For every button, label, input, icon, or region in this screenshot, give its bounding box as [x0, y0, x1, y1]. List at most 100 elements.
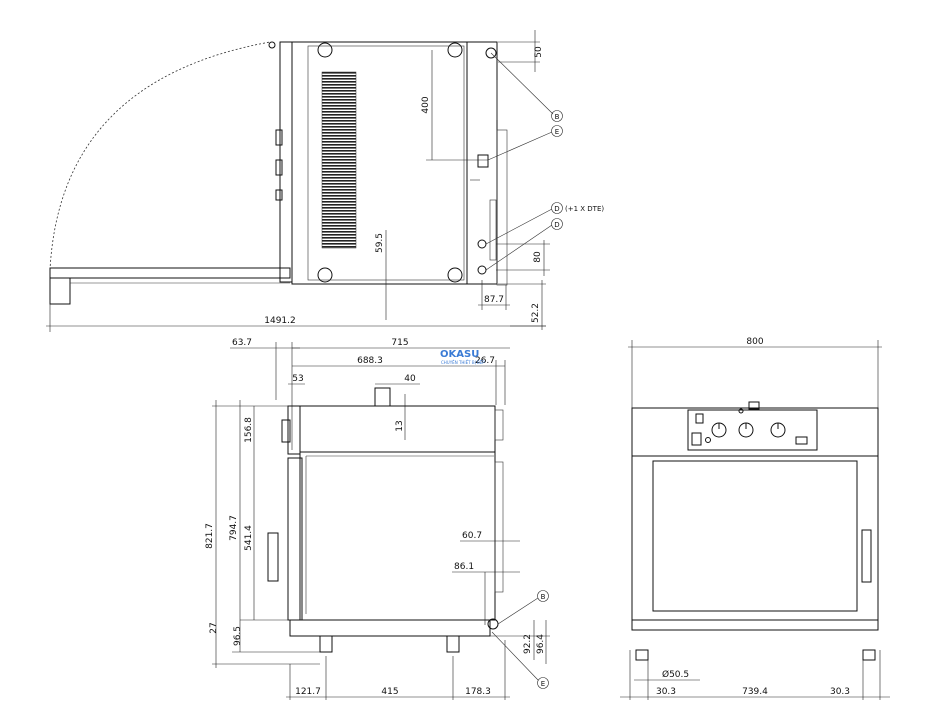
dim-40: 40 — [404, 374, 416, 384]
base-front — [631, 619, 879, 631]
foot-br — [447, 267, 463, 283]
connector-e-top — [477, 154, 489, 168]
callout-b-top: B — [555, 113, 560, 121]
door-swing-arc — [49, 41, 271, 271]
dim-left-front: 30.3 — [656, 687, 676, 697]
control-panel-side — [287, 405, 301, 455]
callout-e-top: E — [555, 128, 559, 136]
foot-left — [319, 635, 333, 653]
right-rail — [494, 409, 504, 441]
watermark-tagline: CHUYÊN THIẾT BỊ BẾP — [441, 359, 485, 365]
dim-415: 415 — [381, 687, 398, 697]
foot-tl — [317, 42, 333, 58]
door-hinge-3 — [275, 189, 283, 201]
dim-overall-depth: 1491.2 — [264, 316, 296, 326]
control-knob-side — [281, 419, 291, 443]
connector-d2 — [477, 265, 487, 275]
door-handle-front — [861, 529, 872, 583]
dim-637: 63.7 — [232, 338, 252, 348]
oven-body-side — [299, 405, 496, 621]
foot-right — [446, 635, 460, 653]
foot-front-right — [862, 649, 876, 661]
dim-6883: 688.3 — [357, 356, 383, 366]
dim-bottom-522: 52.2 — [531, 303, 541, 323]
callout-e-side: E — [541, 680, 545, 688]
door-hinge-2 — [275, 159, 283, 176]
dim-5414: 541.4 — [244, 525, 254, 551]
dim-foot: Ø50.5 — [662, 669, 689, 680]
foot-bl — [317, 267, 333, 283]
side-slot — [489, 199, 497, 261]
side-rail — [496, 129, 508, 286]
door-front — [631, 455, 879, 621]
display-icon — [795, 436, 808, 445]
dim-width: 800 — [746, 337, 763, 347]
callout-circle-e-side — [537, 677, 549, 689]
dim-side-80: 80 — [533, 251, 543, 263]
door-handle-side — [267, 532, 279, 582]
indicator-light-icon — [738, 408, 744, 414]
dim-922: 92.2 — [523, 634, 533, 654]
dim-mid-front: 739.4 — [742, 687, 768, 697]
leader-b-side — [497, 597, 539, 625]
callout-d2: D — [554, 221, 559, 229]
watermark-logo-text: OKASU — [440, 349, 479, 360]
foot-tr — [447, 42, 463, 58]
open-door — [49, 267, 291, 279]
dim-1783: 178.3 — [465, 687, 491, 697]
watermark-logo: OKASU CHUYÊN THIẾT BỊ BẾP — [440, 349, 485, 365]
door-glass — [652, 460, 858, 612]
power-switch-icon — [691, 432, 702, 446]
base — [289, 619, 491, 637]
right-rail-2 — [494, 461, 504, 593]
top-vent-front — [748, 401, 760, 410]
dim-607: 60.7 — [462, 531, 482, 541]
dim-964: 96.4 — [536, 634, 546, 654]
top-view: 50 400 59.5 80 87.7 52.2 1491.2 B E — [46, 30, 604, 332]
indicator-icon — [705, 437, 711, 443]
side-view: 63.7 715 688.3 26.7 53 40 13 — [205, 338, 550, 700]
door-handle-block — [49, 277, 71, 305]
dim-27: 27 — [209, 622, 219, 633]
dim-inner: 59.5 — [375, 233, 385, 253]
dim-right-front: 30.3 — [830, 687, 850, 697]
dim-53: 53 — [292, 374, 303, 384]
dim-715: 715 — [391, 338, 408, 348]
hinge-point — [268, 41, 276, 49]
dim-8217: 821.7 — [205, 523, 215, 549]
leader-b — [490, 52, 554, 115]
foot-front-left — [635, 649, 649, 661]
leader-d1 — [485, 208, 553, 245]
leader-e-side — [491, 631, 539, 681]
connector-d1 — [477, 239, 487, 249]
callout-circle-b — [551, 110, 563, 122]
vent-grille — [321, 71, 357, 249]
callout-d1-note: (+1 X DTE) — [565, 205, 604, 213]
dim-side-877: 87.7 — [484, 295, 504, 305]
dim-267: 26.7 — [475, 356, 495, 366]
front-view: 800 Ø50.5 30.3 739.4 30.3 — [620, 337, 890, 700]
switch-icon — [695, 413, 704, 424]
control-panel-front — [687, 409, 818, 451]
callout-circle-d2 — [551, 218, 563, 230]
leader-e — [487, 131, 553, 161]
dim-7947: 794.7 — [229, 515, 239, 541]
dim-13: 13 — [395, 420, 405, 431]
control-section-front — [631, 407, 879, 457]
callout-circle-e — [551, 125, 563, 137]
callout-d1: D — [554, 205, 559, 213]
dim-1217: 121.7 — [295, 687, 321, 697]
dim-top-clearance: 50 — [534, 46, 544, 58]
dim-965: 96.5 — [233, 626, 243, 646]
callout-b-side: B — [541, 593, 546, 601]
connector-b-top — [485, 47, 497, 59]
leader-d2 — [485, 224, 553, 271]
door-hinge-1 — [275, 129, 283, 146]
dim-vent-offset: 400 — [421, 96, 431, 113]
dim-1568: 156.8 — [244, 417, 254, 443]
callout-circle-b-side — [537, 590, 549, 602]
chimney — [374, 387, 391, 407]
callout-circle-d1 — [551, 202, 563, 214]
dim-861: 86.1 — [454, 562, 474, 572]
